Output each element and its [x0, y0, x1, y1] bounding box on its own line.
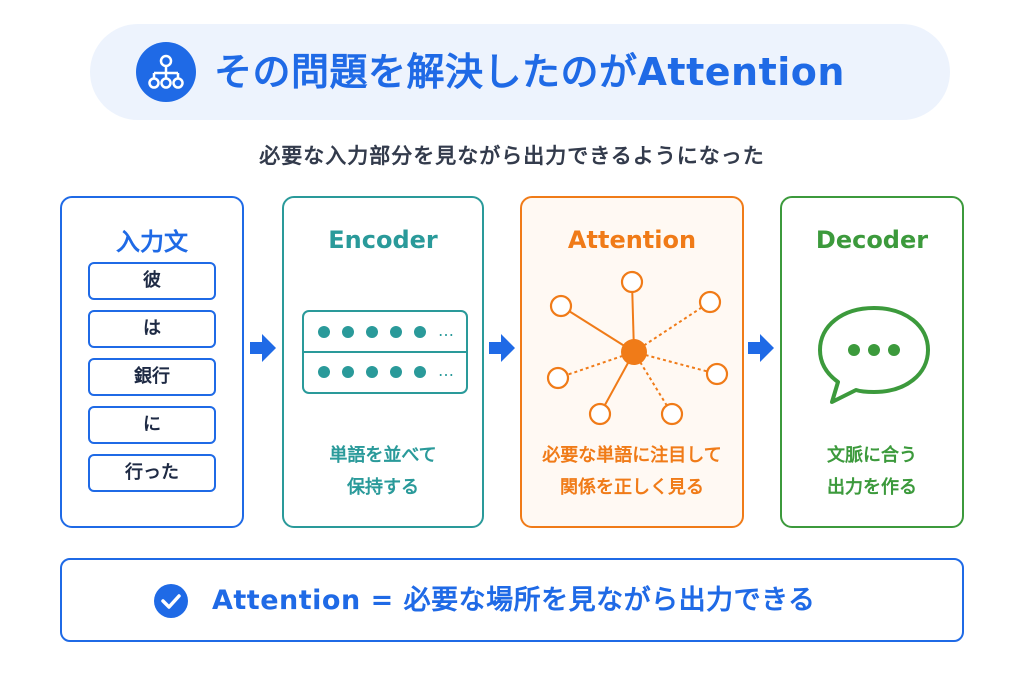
arrow-right-icon	[748, 334, 774, 362]
decoder-card: Decoder 文脈に合う 出力を作る	[780, 196, 964, 528]
decoder-desc-line: 文脈に合う	[827, 445, 917, 466]
input-token: は	[88, 310, 216, 348]
speech-bubble-icon	[818, 306, 930, 404]
attention-desc-line: 必要な単語に注目して	[542, 445, 722, 466]
decoder-description: 文脈に合う 出力を作る	[782, 440, 962, 504]
encoder-card-title: Encoder	[328, 226, 438, 254]
input-card: 入力文 彼 は 銀行 に 行った	[60, 196, 244, 528]
input-card-title: 入力文	[116, 228, 188, 256]
attention-card: Attention 必要な単語に注目して 関係を正しく見る	[520, 196, 744, 528]
attention-description: 必要な単語に注目して 関係を正しく見る	[522, 440, 742, 504]
page-title: その問題を解決したのがAttention	[214, 50, 845, 94]
summary-box: Attention = 必要な場所を見ながら出力できる	[60, 558, 964, 642]
encoder-row-ellipsis: …	[438, 321, 454, 340]
attention-desc-line: 関係を正しく見る	[560, 477, 704, 498]
input-token: 銀行	[88, 358, 216, 396]
encoder-row-ellipsis: …	[438, 361, 454, 380]
input-token: 彼	[88, 262, 216, 300]
decoder-desc-line: 出力を作る	[827, 477, 917, 498]
arrow-right-icon	[250, 334, 276, 362]
check-circle-icon	[154, 584, 188, 618]
encoder-memory-icon: … …	[302, 310, 468, 394]
input-token: に	[88, 406, 216, 444]
input-token: 行った	[88, 454, 216, 492]
page-subtitle: 必要な入力部分を見ながら出力できるようになった	[259, 144, 765, 168]
arrow-right-icon	[489, 334, 515, 362]
summary-text: Attention = 必要な場所を見ながら出力できる	[212, 585, 816, 616]
attention-network-icon	[546, 270, 729, 426]
encoder-description: 単語を並べて 保持する	[284, 440, 482, 504]
hierarchy-icon	[136, 42, 196, 102]
encoder-desc-line: 保持する	[347, 477, 419, 498]
title-banner	[90, 24, 950, 120]
encoder-desc-line: 単語を並べて	[329, 445, 437, 466]
encoder-card: Encoder … … 単語を並べて 保持する	[282, 196, 484, 528]
decoder-card-title: Decoder	[815, 226, 929, 254]
attention-card-title: Attention	[567, 226, 697, 254]
